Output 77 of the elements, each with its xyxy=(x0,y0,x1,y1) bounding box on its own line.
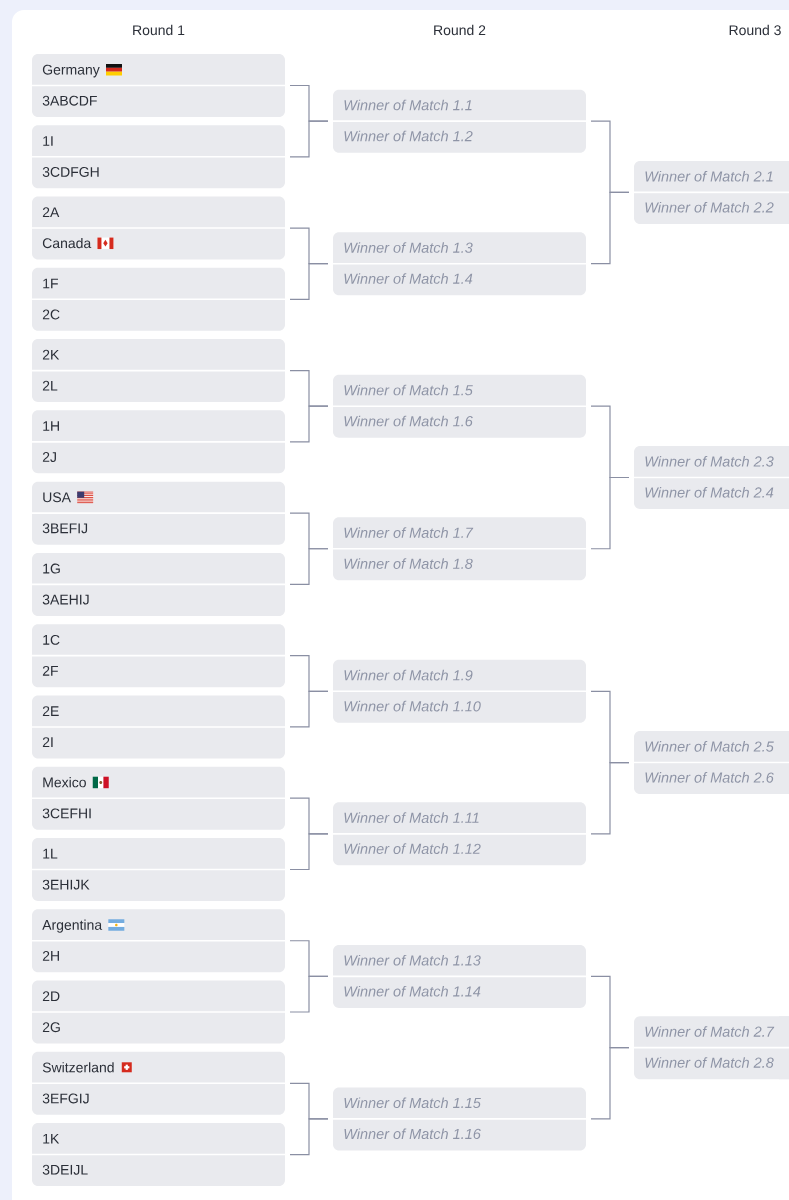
bracket-line xyxy=(289,263,329,300)
match-card xyxy=(31,1051,286,1115)
slot-label: Winner of Match 1.2 xyxy=(344,130,473,142)
slot-label: Winner of Match 2.6 xyxy=(645,772,774,783)
bracket-line xyxy=(590,1047,630,1120)
column-heading: Round 3 xyxy=(729,24,781,36)
slot-label: Winner of Match 1.15 xyxy=(344,1097,481,1109)
bracket-line xyxy=(590,476,630,550)
match-card xyxy=(31,909,286,973)
slot-label: 3DEIJL xyxy=(42,1164,88,1175)
bracket-line xyxy=(289,833,329,871)
slot-label: Winner of Match 1.3 xyxy=(344,242,473,253)
slot-label: Winner of Match 1.11 xyxy=(344,812,479,823)
slot-label: 3BEFIJ xyxy=(42,523,88,534)
slot-label: Winner of Match 1.4 xyxy=(344,273,473,284)
slot-label: 1G xyxy=(43,563,60,574)
match-card xyxy=(31,196,286,260)
slot-label: 2F xyxy=(42,665,58,676)
bracket-line xyxy=(289,405,329,443)
slot-label: 1L xyxy=(43,848,58,859)
slot-label: 1C xyxy=(43,634,60,645)
slot-label: 3ABCDF xyxy=(42,95,97,106)
slot-label: Winner of Match 1.6 xyxy=(344,415,473,427)
slot-label: 1H xyxy=(43,421,59,431)
slot-label: Winner of Match 1.7 xyxy=(344,527,474,538)
match-card xyxy=(31,766,286,830)
bracket-line xyxy=(289,120,329,158)
bracket-line xyxy=(590,191,630,265)
slot-label: 2A xyxy=(42,207,60,218)
slot-label: Winner of Match 2.5 xyxy=(645,741,774,752)
slot-label: 2C xyxy=(42,309,60,320)
slot-label: Winner of Match 1.5 xyxy=(344,384,473,396)
bracket-line xyxy=(289,1118,329,1156)
slot-label: 1K xyxy=(43,1133,60,1144)
column-heading: Round 2 xyxy=(434,24,486,36)
slot-label: Switzerland xyxy=(42,1062,114,1073)
slot-label: 3CDFGH xyxy=(42,167,99,177)
bracket-line xyxy=(590,761,630,835)
slot-label: Winner of Match 1.14 xyxy=(344,985,481,997)
bracket-line xyxy=(289,975,329,1013)
slot-label: 2G xyxy=(42,1022,60,1033)
slot-label: 2I xyxy=(42,737,53,747)
slot-label: USA xyxy=(43,492,71,503)
slot-label: 2K xyxy=(42,349,60,360)
column-heading: Round 1 xyxy=(133,24,185,36)
slot-label: Winner of Match 1.9 xyxy=(344,669,473,681)
slot-label: 1I xyxy=(43,136,53,146)
slot-label: Winner of Match 2.3 xyxy=(645,456,774,467)
bracket-line xyxy=(289,548,329,585)
slot-label: Winner of Match 1.13 xyxy=(344,954,481,966)
slot-label: Winner of Match 2.4 xyxy=(645,487,774,498)
slot-label: Winner of Match 1.1 xyxy=(344,99,472,111)
match-card xyxy=(31,481,286,545)
slot-label: 3CEFHI xyxy=(42,808,91,819)
slot-label: 2J xyxy=(42,452,56,462)
slot-label: Winner of Match 1.8 xyxy=(344,558,473,569)
slot-label: Canada xyxy=(42,237,92,249)
slot-label: Mexico xyxy=(43,777,86,788)
slot-label: Germany xyxy=(42,64,100,78)
slot-label: 2E xyxy=(42,706,59,716)
match-card xyxy=(31,54,286,117)
slot-label: 3AEHIJ xyxy=(42,594,89,605)
slot-label: Winner of Match 1.12 xyxy=(344,843,481,854)
slot-label: Winner of Match 2.7 xyxy=(645,1026,775,1037)
bracket-line xyxy=(289,690,329,728)
slot-label: Winner of Match 1.16 xyxy=(344,1128,481,1140)
slot-label: 1F xyxy=(43,278,58,289)
slot-label: 2L xyxy=(42,380,58,391)
slot-label: Winner of Match 2.2 xyxy=(645,201,774,213)
slot-label: 2D xyxy=(42,991,60,1001)
slot-label: Winner of Match 2.8 xyxy=(645,1057,774,1068)
slot-label: Winner of Match 1.10 xyxy=(344,700,481,712)
slot-label: Winner of Match 2.1 xyxy=(645,170,773,182)
slot-label: 3EFGIJ xyxy=(42,1093,89,1104)
slot-label: 2H xyxy=(42,950,59,961)
slot-label: Argentina xyxy=(42,919,103,933)
slot-label: 3EHIJK xyxy=(42,879,90,890)
